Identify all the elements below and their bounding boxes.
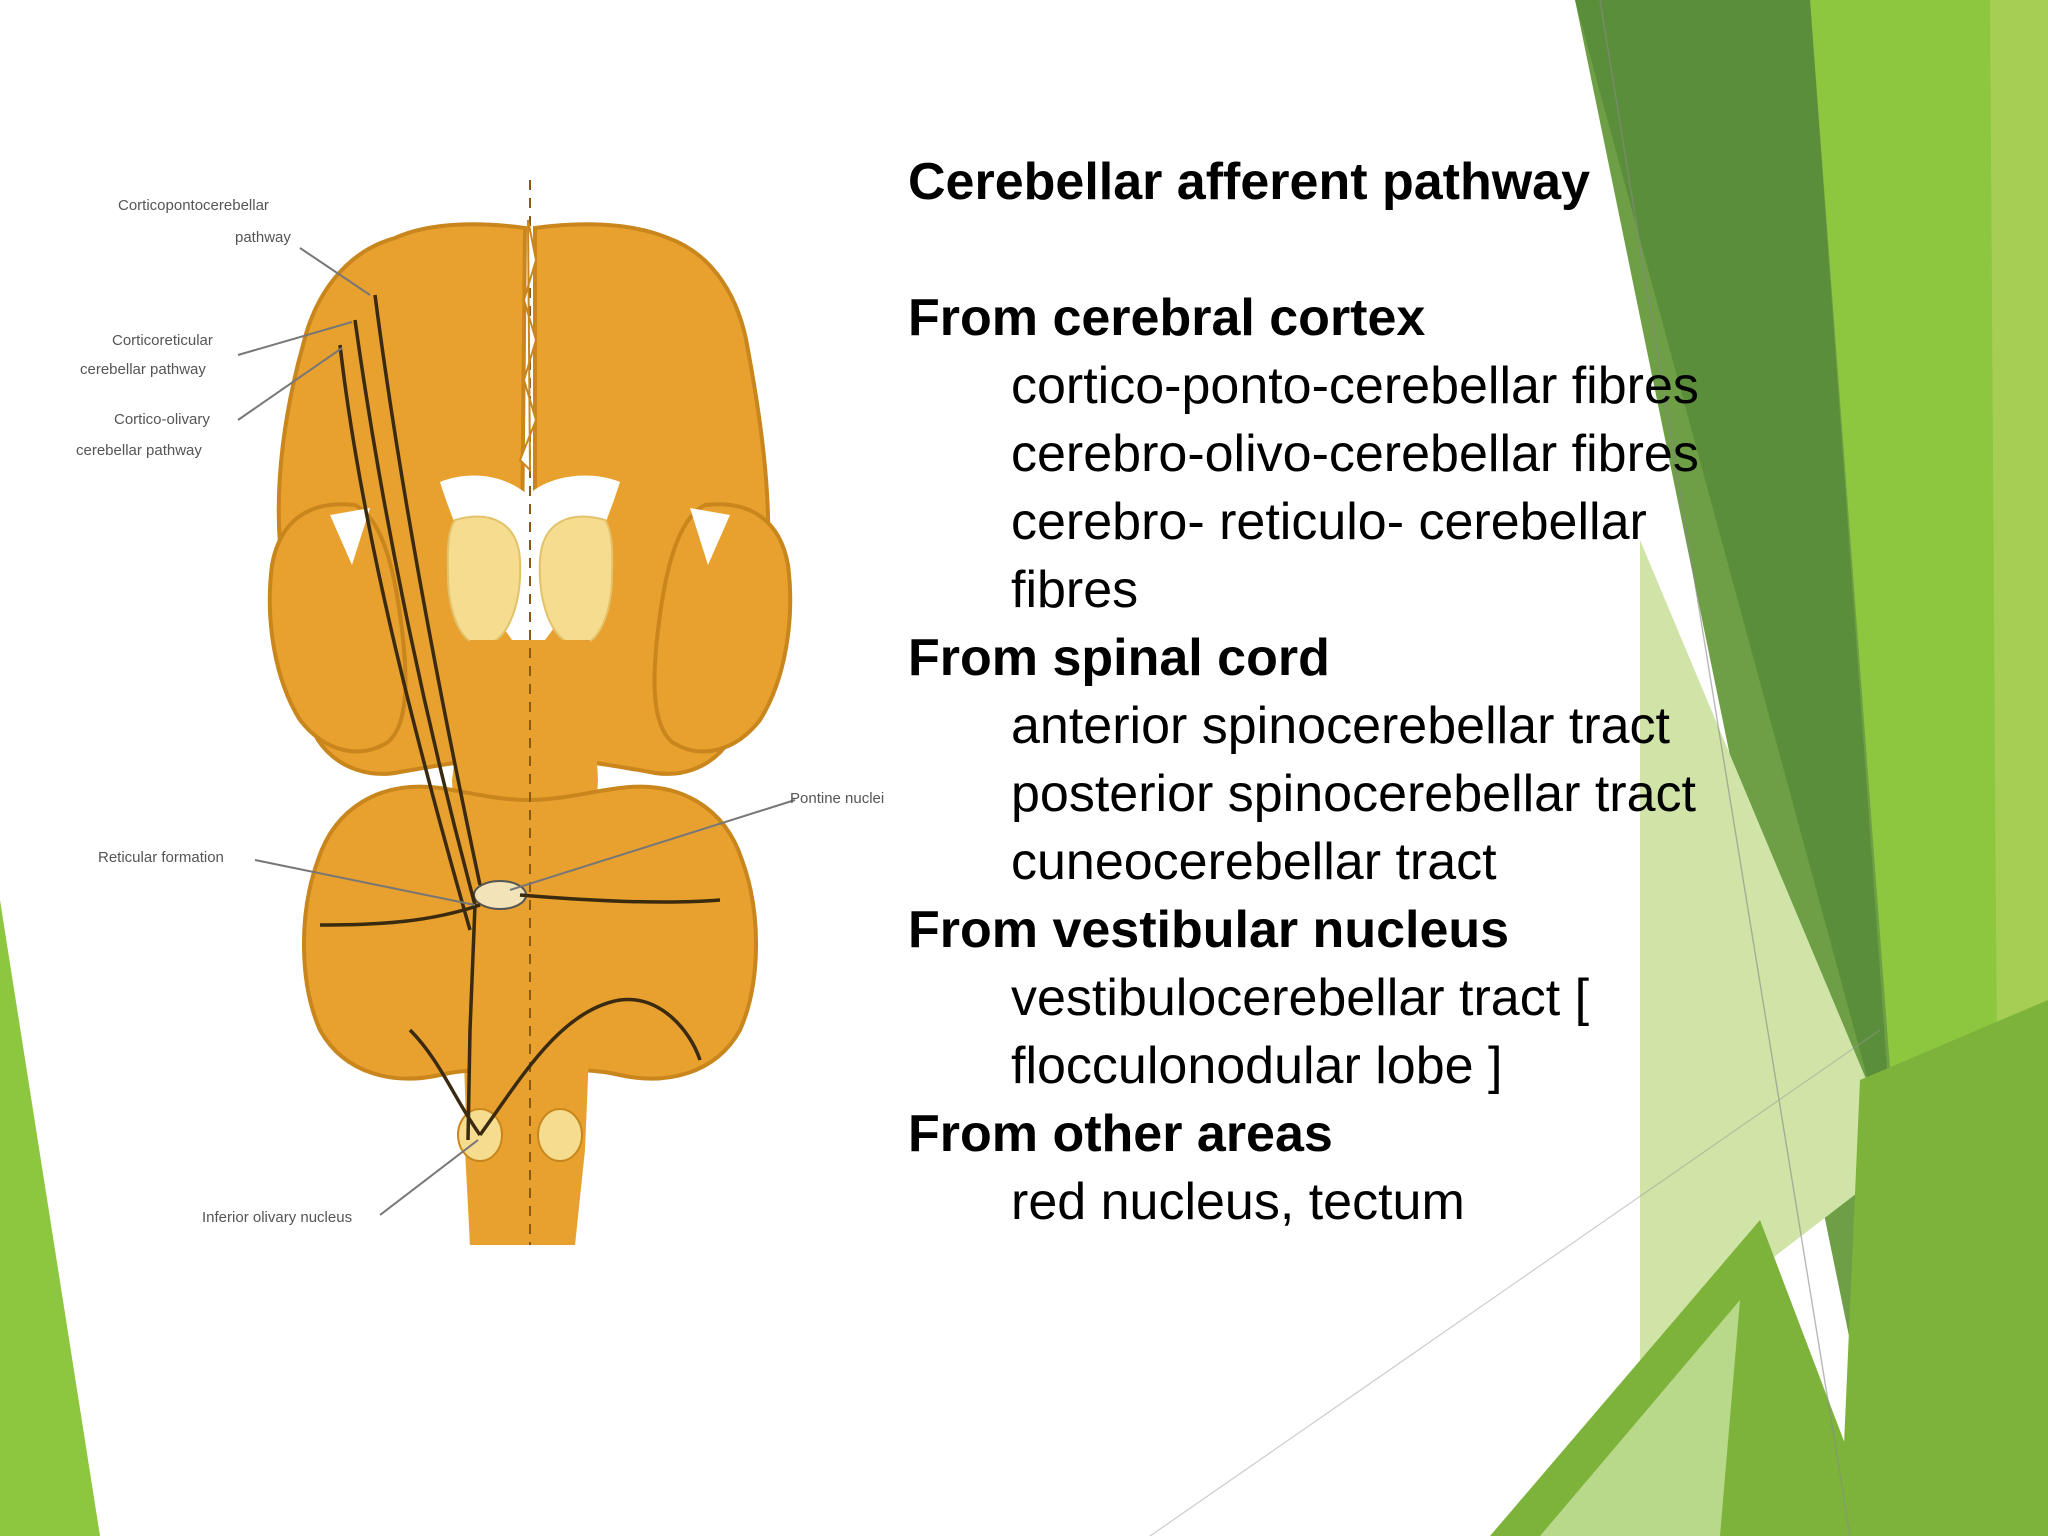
pons-horizontal-left: [319, 903, 481, 927]
list-item: cerebro- reticulo- cerebellar: [1011, 493, 1647, 551]
right-green-dark-band: [1575, 0, 1895, 1180]
list-item: fibres: [1011, 561, 1139, 619]
cortico-olivary-line: [338, 344, 472, 931]
list-item: cuneocerebellar tract: [1011, 833, 1497, 891]
label-corticoolivary-1: Cortico-olivary: [114, 411, 210, 428]
list-item: posterior spinocerebellar tract: [1011, 765, 1696, 823]
left-temporal-lobe: [267, 502, 408, 754]
pathway-lines: [319, 294, 721, 1141]
list-item: flocculonodular lobe ]: [1011, 1037, 1503, 1095]
pons-horizontal-right: [519, 893, 721, 904]
brain-shape: [267, 180, 793, 1245]
section-heading-other-areas: From other areas: [908, 1105, 1333, 1163]
bottom-green-pale: [1540, 1300, 1740, 1536]
figure-labels: Corticopontocerebellar pathway Corticore…: [76, 197, 884, 1226]
label-pontine-nuclei: Pontine nuclei: [790, 790, 884, 807]
list-item: cerebro-olivo-cerebellar fibres: [1011, 425, 1699, 483]
label-corticopontocerebellar-2: pathway: [235, 229, 291, 246]
leader-lines: [237, 247, 796, 1216]
section-heading-vestibular-nucleus: From vestibular nucleus: [908, 901, 1510, 959]
brain-diagram: Corticopontocerebellar pathway Corticore…: [76, 180, 884, 1245]
left-sylvian-gap: [330, 508, 370, 565]
right-green-pale: [1640, 540, 1900, 1360]
list-item: red nucleus, tectum: [1011, 1173, 1465, 1231]
thin-line-1: [1599, 0, 1851, 1536]
section-heading-spinal-cord: From spinal cord: [908, 629, 1330, 687]
label-corticoreticular-2: cerebellar pathway: [80, 361, 206, 378]
cortico-reticular-line: [353, 319, 477, 1141]
list-item: anterior spinocerebellar tract: [1011, 697, 1670, 755]
cortico-ponto-line: [373, 294, 482, 886]
right-temporal-lobe: [652, 502, 793, 754]
label-corticopontocerebellar-1: Corticopontocerebellar: [118, 197, 269, 214]
right-green-mid: [1840, 1000, 2048, 1536]
label-corticoreticular-1: Corticoreticular: [112, 332, 213, 349]
label-corticoolivary-2: cerebellar pathway: [76, 442, 202, 459]
list-item: cortico-ponto-cerebellar fibres: [1011, 357, 1699, 415]
label-reticular-formation: Reticular formation: [98, 849, 224, 866]
right-olivary-nucleus: [537, 1108, 583, 1162]
section-heading-cerebral-cortex: From cerebral cortex: [908, 289, 1426, 347]
pontine-nuclei-shape: [473, 880, 527, 910]
slide-title: Cerebellar afferent pathway: [908, 153, 1591, 211]
slide-text: Cerebellar afferent pathway From cerebra…: [908, 148, 1808, 1236]
thin-line-2: [1149, 1029, 1881, 1536]
longitudinal-fissure: [518, 219, 538, 473]
olivary-curve-left: [408, 1028, 482, 1137]
olivary-curve: [478, 997, 702, 1137]
left-green-sliver: [0, 900, 100, 1536]
cerebellum: [302, 784, 758, 1081]
label-inferior-olivary: Inferior olivary nucleus: [202, 1209, 352, 1226]
medulla: [465, 1030, 590, 1245]
title-spacer: [908, 216, 1808, 284]
list-item: vestibulocerebellar tract [: [1011, 969, 1590, 1027]
right-sylvian-gap: [690, 508, 730, 565]
